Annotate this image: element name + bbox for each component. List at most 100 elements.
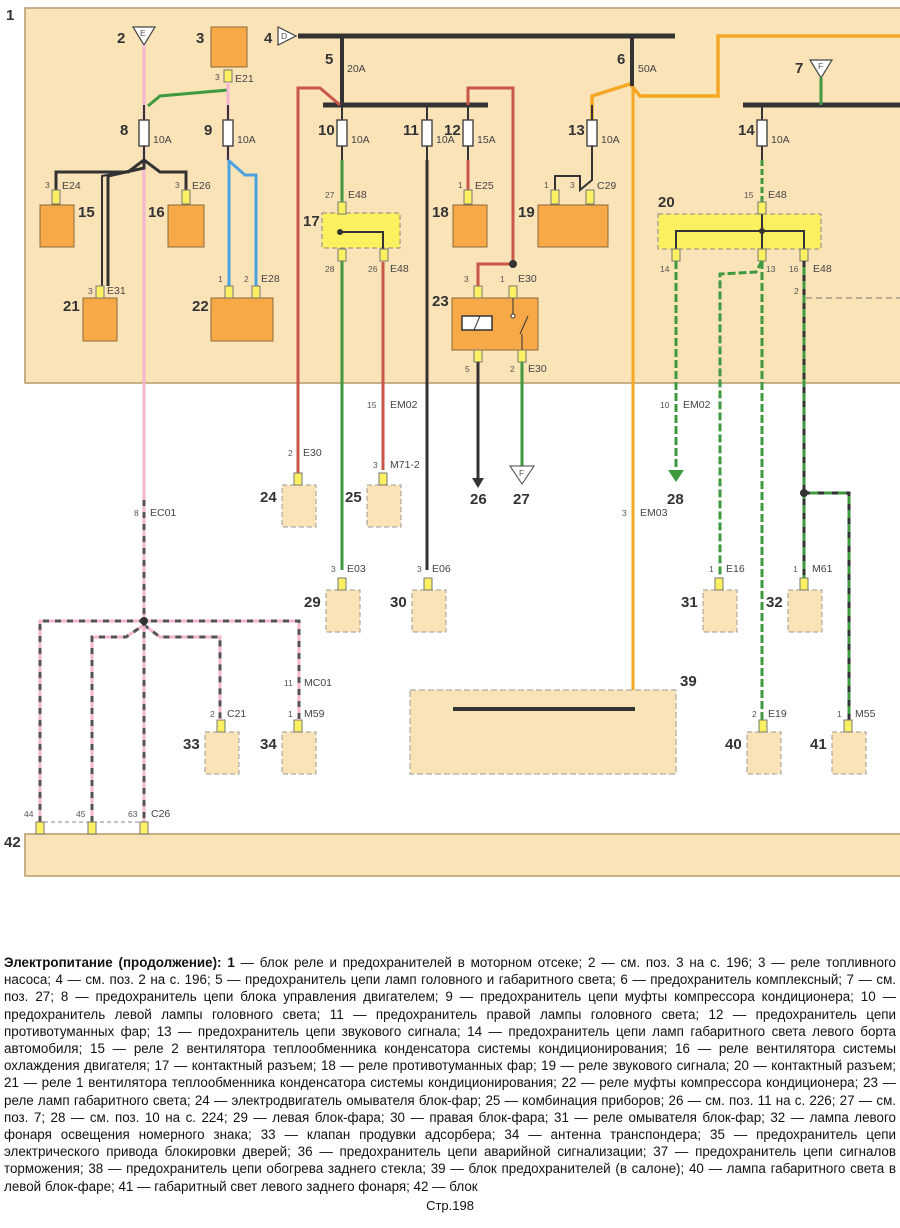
pin-label: 16 bbox=[789, 264, 799, 274]
connector-m71-label: M71-2 bbox=[390, 459, 420, 471]
relay-16 bbox=[167, 204, 205, 248]
pin-label: 3 bbox=[45, 180, 50, 190]
pin-label: 3 bbox=[570, 180, 575, 190]
pin-label: 26 bbox=[368, 264, 378, 274]
fuse-12: 12 15A bbox=[444, 105, 496, 160]
connector-pin bbox=[508, 285, 518, 299]
fuse-6-rating: 50A bbox=[638, 63, 657, 75]
svg-text:E: E bbox=[140, 28, 146, 38]
component-24-label: 24 bbox=[260, 489, 277, 506]
connector-c29-label: C29 bbox=[597, 180, 616, 192]
fuse-14-label: 14 bbox=[738, 122, 755, 139]
cabin-fuse-block-39 bbox=[409, 689, 677, 775]
connector-pin bbox=[35, 821, 45, 835]
relay-15 bbox=[39, 204, 75, 248]
caption-text: — блок реле и предохранителей в моторном… bbox=[4, 955, 896, 1194]
fuse-12-label: 12 bbox=[444, 122, 461, 139]
component-42-label: 42 bbox=[4, 834, 21, 851]
connector-pin bbox=[585, 189, 595, 205]
component-29-label: 29 bbox=[304, 594, 321, 611]
component-30-label: 30 bbox=[390, 594, 407, 611]
component-41-label: 41 bbox=[810, 736, 827, 753]
component-32: 32 bbox=[766, 577, 823, 633]
pin-label: 11 bbox=[284, 678, 293, 688]
component-25: 25 bbox=[345, 472, 402, 528]
fuse-13-label: 13 bbox=[568, 122, 585, 139]
junction-dot bbox=[337, 229, 343, 235]
pin-label: 3 bbox=[464, 274, 469, 284]
connector-e30-label: E30 bbox=[518, 273, 537, 285]
fuse-12-rating: 15A bbox=[477, 134, 496, 146]
component-19-label: 19 bbox=[518, 204, 535, 221]
connector-e26-label: E26 bbox=[192, 180, 211, 192]
svg-text:F: F bbox=[818, 61, 823, 71]
fuse-5-rating: 20A bbox=[347, 63, 366, 75]
terminal-d: D bbox=[277, 26, 298, 46]
connector-e06-label: E06 bbox=[432, 563, 451, 575]
connector-pin bbox=[757, 248, 767, 262]
component-40-label: 40 bbox=[725, 736, 742, 753]
terminal-f-27 bbox=[509, 465, 535, 485]
pin-label: 2 bbox=[288, 448, 293, 458]
component-33: 33 bbox=[183, 719, 240, 775]
component-32-label: 32 bbox=[766, 594, 783, 611]
relay-contact-point bbox=[510, 313, 516, 319]
wire-black-15 bbox=[54, 158, 145, 190]
component-28-label: 28 bbox=[667, 491, 684, 508]
connector-e03-label: E03 bbox=[347, 563, 366, 575]
pin-label: 44 bbox=[24, 809, 34, 819]
page-number: Стр.198 bbox=[426, 1198, 474, 1213]
pin-label: 2 bbox=[794, 286, 799, 296]
connector-20-link bbox=[675, 230, 805, 252]
connector-pin bbox=[181, 189, 191, 205]
connector-pin bbox=[223, 69, 233, 83]
connector-e30-label: E30 bbox=[303, 447, 322, 459]
pin-label: 1 bbox=[218, 274, 223, 284]
svg-text:F: F bbox=[519, 468, 524, 478]
component-16-label: 16 bbox=[148, 204, 165, 221]
connector-pin bbox=[139, 821, 149, 835]
connector-pin bbox=[224, 285, 234, 299]
wire-black-19 bbox=[554, 160, 593, 193]
connector-17-link bbox=[340, 231, 384, 252]
arrow-28-icon bbox=[668, 470, 684, 482]
pin-label: 3 bbox=[215, 72, 220, 82]
component-31: 31 bbox=[681, 577, 738, 633]
junction-dot bbox=[140, 617, 148, 625]
pin-label: 1 bbox=[709, 564, 714, 574]
body-control-unit-panel bbox=[24, 833, 900, 877]
relay-22 bbox=[210, 297, 274, 342]
svg-text:D: D bbox=[281, 31, 287, 41]
wire-black-dash-41 bbox=[804, 491, 851, 730]
fuse-8-label: 8 bbox=[120, 122, 128, 139]
connector-pin bbox=[337, 248, 347, 262]
component-18-label: 18 bbox=[432, 204, 449, 221]
pin-label: 3 bbox=[622, 508, 627, 518]
connector-m55-label: M55 bbox=[855, 708, 876, 720]
pin-label: 2 bbox=[510, 364, 515, 374]
pin-label: 2 bbox=[752, 709, 757, 719]
pin-label: 2 bbox=[244, 274, 249, 284]
connector-pin bbox=[463, 189, 473, 205]
connector-ec01-label: EC01 bbox=[150, 507, 176, 519]
connector-e25-label: E25 bbox=[475, 180, 494, 192]
connector-em03-label: EM03 bbox=[640, 507, 668, 519]
component-30: 30 bbox=[390, 577, 447, 633]
component-41: 41 bbox=[810, 719, 867, 775]
wire-orange-feed bbox=[590, 34, 900, 126]
connector-c21-label: C21 bbox=[227, 708, 246, 720]
fuel-pump-relay bbox=[210, 26, 248, 68]
component-15-label: 15 bbox=[78, 204, 95, 221]
pin-label: 3 bbox=[175, 180, 180, 190]
pin-label: 10 bbox=[660, 400, 670, 410]
component-25-label: 25 bbox=[345, 489, 362, 506]
component-22-label: 22 bbox=[192, 298, 209, 315]
pin-label: 5 bbox=[465, 364, 470, 374]
pin-label: 15 bbox=[744, 190, 754, 200]
fuse-11-rating: 10A bbox=[436, 134, 455, 146]
